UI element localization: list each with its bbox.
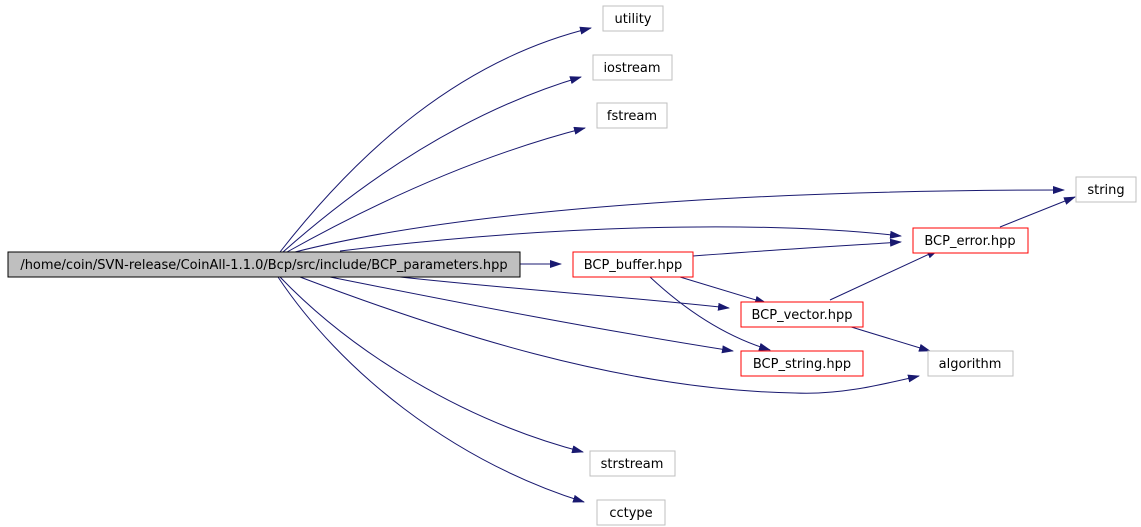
edges-layer — [277, 26, 1076, 503]
node-utility[interactable]: utility — [602, 5, 664, 32]
node-label: BCP_buffer.hpp — [584, 258, 683, 273]
node-label: utility — [615, 12, 652, 27]
edge-root-to-bcp-string — [329, 276, 734, 354]
edge-root-to-cctype — [277, 276, 585, 503]
edge-root-to-utility — [279, 26, 592, 253]
edge-root-to-iostream — [282, 76, 582, 253]
edge-bcp-vector-to-bcp-error — [829, 249, 939, 301]
node-iostream[interactable]: iostream — [592, 54, 673, 81]
edge-bcp-buffer-to-bcp-string — [649, 276, 771, 351]
node-label: BCP_vector.hpp — [751, 308, 852, 323]
node-bcp-vector-hpp[interactable]: BCP_vector.hpp — [740, 301, 864, 328]
node-fstream[interactable]: fstream — [596, 102, 668, 129]
node-label: BCP_string.hpp — [753, 357, 851, 372]
edge-bcp-error-to-string — [999, 196, 1076, 228]
edge-root-to-algorithm — [299, 276, 920, 394]
node-cctype[interactable]: cctype — [596, 499, 666, 526]
node-label: /home/coin/SVN-release/CoinAll-1.1.0/Bcp… — [20, 258, 507, 273]
node-strstream[interactable]: strstream — [589, 450, 676, 477]
node-algorithm[interactable]: algorithm — [927, 350, 1014, 377]
nodes-layer: /home/coin/SVN-release/CoinAll-1.1.0/Bcp… — [7, 5, 1137, 526]
node-bcp-string-hpp[interactable]: BCP_string.hpp — [740, 350, 864, 377]
node-bcp-parameters-root[interactable]: /home/coin/SVN-release/CoinAll-1.1.0/Bcp… — [7, 251, 521, 278]
edge-bcp-buffer-to-bcp-error — [692, 238, 902, 257]
node-label: cctype — [609, 506, 652, 521]
edge-root-to-bcp-vector — [399, 276, 730, 311]
edge-bcp-vector-to-algorithm — [847, 325, 931, 352]
edge-root-to-string — [294, 186, 1065, 253]
node-label: fstream — [607, 109, 657, 124]
node-string[interactable]: string — [1075, 176, 1137, 203]
edge-root-to-fstream — [286, 126, 586, 253]
edge-root-to-bcp-error — [339, 226, 902, 252]
node-bcp-error-hpp[interactable]: BCP_error.hpp — [912, 227, 1029, 254]
node-label: algorithm — [939, 357, 1002, 372]
node-label: strstream — [601, 457, 664, 472]
node-label: iostream — [603, 61, 660, 76]
node-label: BCP_error.hpp — [924, 234, 1015, 249]
node-label: string — [1087, 183, 1124, 198]
edge-root-to-strstream — [279, 276, 584, 454]
node-bcp-buffer-hpp[interactable]: BCP_buffer.hpp — [572, 251, 694, 278]
edge-bcp-buffer-to-bcp-vector — [679, 276, 767, 304]
